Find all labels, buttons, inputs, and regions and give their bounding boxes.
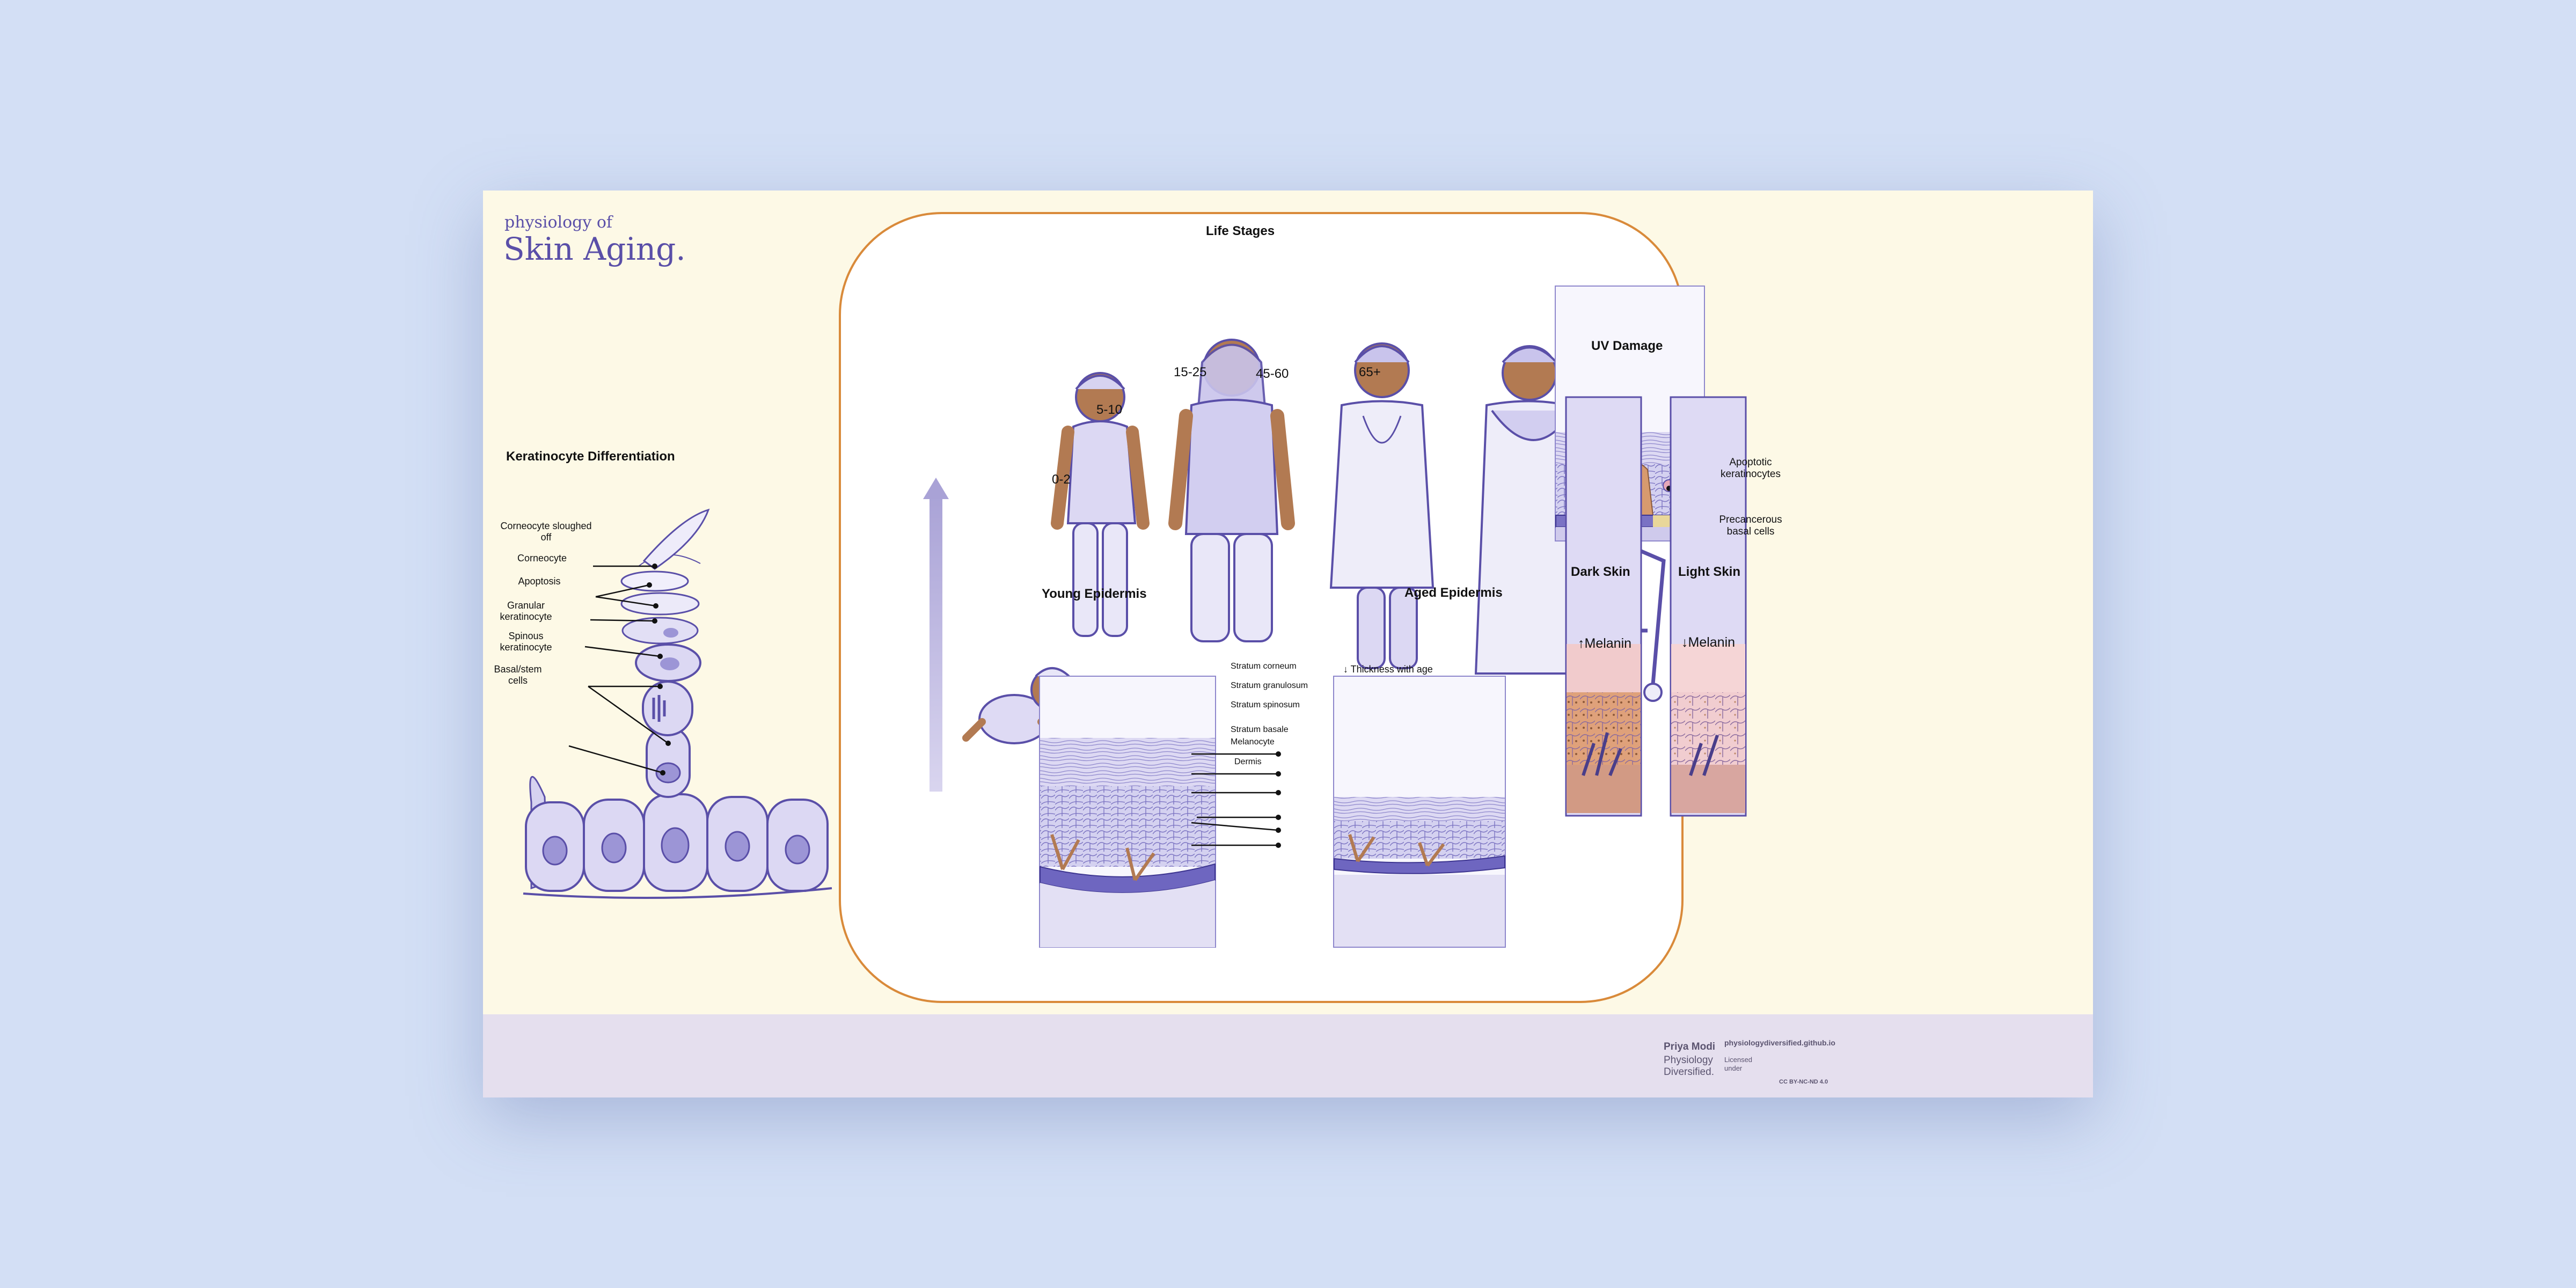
layer-dermis: Dermis <box>1234 757 1262 766</box>
life-stages-heading: Life Stages <box>1206 224 1275 238</box>
author-name: Priya Modi <box>1664 1041 1716 1052</box>
uv-damage-heading: UV Damage <box>1591 339 1663 353</box>
uv-label-apoptotic: Apoptotic keratinocytes <box>1721 457 1781 480</box>
age-0-2: 0-2 <box>1052 472 1071 487</box>
aged-thickness-note: ↓ Thickness with age <box>1343 664 1433 675</box>
light-skin-panel <box>1670 396 1747 817</box>
label-granular: Granular keratinocyte <box>500 600 552 623</box>
label-spinous: Spinous keratinocyte <box>500 631 552 653</box>
label-corneocyte-sloughed: Corneocyte sloughed off <box>500 521 592 543</box>
brand-line-2: Diversified. <box>1664 1066 1714 1078</box>
layer-stratum-corneum: Stratum corneum <box>1231 662 1297 671</box>
keratinocyte-diagram <box>523 478 949 899</box>
label-basal: Basal/stem cells <box>494 664 542 686</box>
age-5-10: 5-10 <box>1096 402 1123 417</box>
figure-teen <box>1168 339 1295 642</box>
light-skin-melanin: ↓Melanin <box>1681 635 1736 650</box>
young-leaders <box>1191 753 1279 846</box>
age-65-plus: 65+ <box>1359 365 1381 379</box>
layer-melanocyte: Melanocyte <box>1231 737 1275 747</box>
age-15-25: 15-25 <box>1174 365 1207 379</box>
keratinocyte-heading: Keratinocyte Differentiation <box>506 449 675 464</box>
figure-child <box>1051 372 1150 637</box>
footer-bar <box>483 1014 2093 1097</box>
young-epidermis-heading: Young Epidermis <box>1042 587 1147 601</box>
site-url[interactable]: physiologydiversified.github.io <box>1724 1038 1835 1047</box>
page-title: Skin Aging. <box>503 231 686 267</box>
infographic-card: physiology of Skin Aging. Keratinocyte D… <box>483 191 2093 1097</box>
layer-stratum-granulosum: Stratum granulosum <box>1231 681 1308 690</box>
licensed-line-2: under <box>1724 1064 1743 1072</box>
dark-skin-melanin: ↑Melanin <box>1578 636 1632 651</box>
license-text[interactable]: CC BY-NC-ND 4.0 <box>1779 1079 1828 1085</box>
aged-epidermis-panel <box>1333 676 1506 948</box>
young-epidermis-panel <box>1039 676 1216 948</box>
label-corneocyte: Corneocyte <box>517 553 567 564</box>
brand-line-1: Physiology <box>1664 1055 1713 1066</box>
dark-skin-panel <box>1565 396 1642 817</box>
age-45-60: 45-60 <box>1256 367 1289 381</box>
licensed-line-1: Licensed <box>1724 1056 1753 1064</box>
dark-skin-heading: Dark Skin <box>1571 565 1630 579</box>
uv-label-precancerous: Precancerous basal cells <box>1719 514 1782 538</box>
light-skin-heading: Light Skin <box>1678 565 1740 579</box>
illustration-layer <box>523 212 1835 1089</box>
page-kicker: physiology of <box>504 213 613 232</box>
figure-adult-doctor <box>1329 342 1435 669</box>
label-apoptosis: Apoptosis <box>518 576 561 587</box>
layer-stratum-spinosum: Stratum spinosum <box>1231 700 1300 709</box>
layer-stratum-basale: Stratum basale <box>1231 725 1289 734</box>
aged-epidermis-heading: Aged Epidermis <box>1404 586 1503 600</box>
